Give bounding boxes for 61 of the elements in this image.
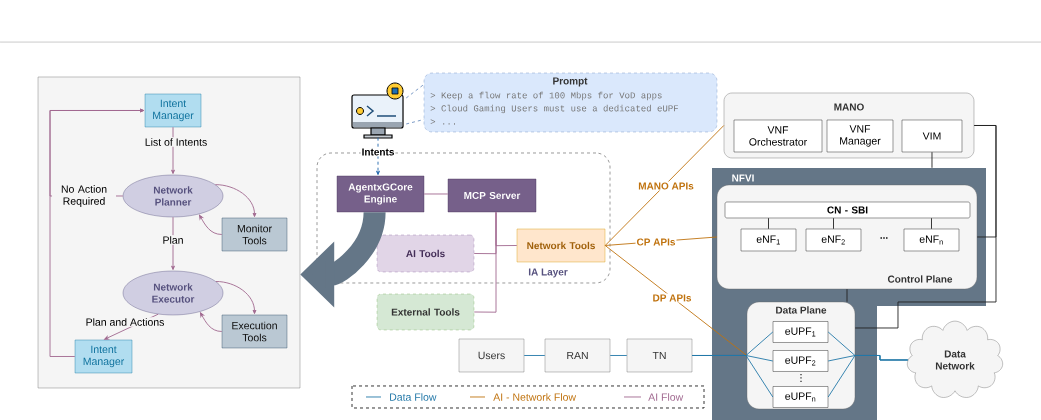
connector-line xyxy=(854,125,997,329)
network-box: TN xyxy=(626,338,693,373)
function-box: eUPF$_{1}$ xyxy=(772,321,829,343)
arrow xyxy=(199,312,223,332)
edge-label: List of Intents xyxy=(143,137,209,147)
ellipsis: ⋮ xyxy=(800,373,802,382)
network-box: RAN xyxy=(544,338,611,373)
function-box: eUPF$_{2}$ xyxy=(772,350,829,372)
server-box: MCP Server xyxy=(447,178,537,213)
prompt-box: Prompt > Keep a flow rate of 100 Mbps for VoD apps > Cloud Gaming Users must use a dedicated eUPF > ... xyxy=(423,72,718,133)
legend-entry: Data Flow xyxy=(365,393,437,401)
edge-label: Intents xyxy=(360,147,396,157)
connector-line xyxy=(931,151,933,169)
connector-line xyxy=(846,288,848,303)
arrow xyxy=(199,214,223,235)
connector-line xyxy=(609,355,628,356)
function-box: VIM xyxy=(901,119,963,153)
legend-entry: AI Flow xyxy=(623,393,684,401)
function-box: eNF$_{2}$ xyxy=(805,228,862,252)
arrow xyxy=(49,108,145,357)
connector-line xyxy=(405,84,425,99)
tool-box: Monitor Tools xyxy=(221,217,288,252)
engine-box: AgentxGCore Engine xyxy=(336,175,425,213)
arrow xyxy=(171,126,175,175)
function-box: VNF Orchestrator xyxy=(733,119,823,153)
connector-line xyxy=(931,217,932,230)
bus-bar: CN - SBI xyxy=(724,201,971,219)
tool-box: Execution Tools xyxy=(221,314,288,349)
edge-label: MANO APIs xyxy=(637,181,695,191)
arrow xyxy=(376,137,380,176)
edge-label: No Action Required xyxy=(52,184,116,208)
legend-entry: AI - Network Flow xyxy=(469,393,577,401)
connector-line xyxy=(691,355,774,398)
edge-label: DP APIs xyxy=(651,293,693,303)
connector-line xyxy=(833,217,834,230)
function-box: eUPF$_{n}$ xyxy=(772,386,829,408)
intent-manager-box: Intent Manager xyxy=(74,339,133,374)
edge-label: Plan and Actions xyxy=(84,317,166,327)
arrow xyxy=(215,281,257,315)
connector-line xyxy=(604,245,748,356)
arrow xyxy=(171,216,175,271)
cloud: Data Network xyxy=(907,320,1003,398)
function-box: VNF Manager xyxy=(826,119,894,153)
connector-line xyxy=(604,125,725,246)
function-box: eNF$_{1}$ xyxy=(740,228,797,252)
function-box: eNF$_{n}$ xyxy=(903,228,960,252)
connector-line xyxy=(473,211,497,313)
computer-drawing xyxy=(351,82,404,139)
connector-line xyxy=(827,355,909,398)
tool-box: External Tools xyxy=(376,293,475,331)
connector-line xyxy=(523,355,546,356)
ellipsis: ... xyxy=(880,237,888,239)
edge-label: Plan xyxy=(161,235,185,245)
connector-line xyxy=(423,193,449,195)
network-box: Users xyxy=(458,338,525,373)
intent-manager-box: Intent Manager xyxy=(144,93,202,128)
arrow xyxy=(214,184,257,218)
connector-line xyxy=(768,217,769,230)
tool-box: Network Tools xyxy=(516,228,606,263)
edge-label: CP APIs xyxy=(635,237,677,247)
tool-box: AI Tools xyxy=(376,234,475,273)
